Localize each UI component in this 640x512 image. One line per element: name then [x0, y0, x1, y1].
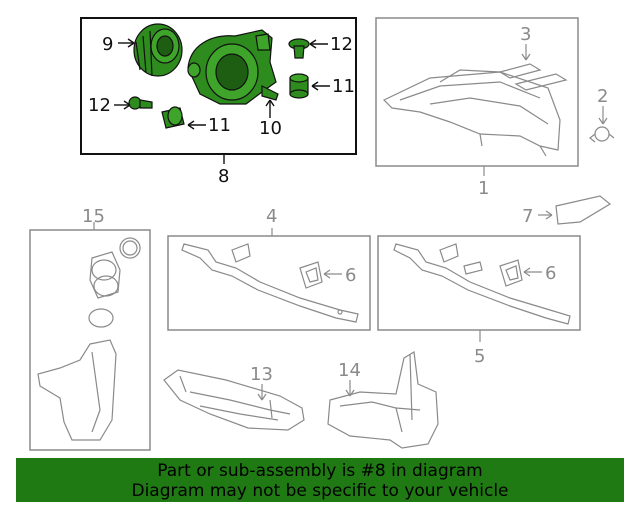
part-6-bracket-left[interactable]	[299, 261, 323, 289]
callout-12-top: 12	[330, 34, 353, 55]
callout-9: 9	[102, 34, 113, 55]
callout-8: 8	[218, 166, 229, 187]
part-6-bracket-right[interactable]	[499, 259, 523, 287]
part-1-tray[interactable]	[382, 69, 561, 157]
callout-2: 2	[597, 86, 608, 107]
part-5-box[interactable]	[377, 235, 581, 331]
callout-3: 3	[520, 24, 531, 45]
callout-14: 14	[338, 360, 361, 381]
part-2-clip[interactable]	[589, 126, 615, 143]
callout-13: 13	[250, 364, 273, 385]
assembly-8-box[interactable]	[80, 17, 357, 155]
callout-4: 4	[266, 206, 277, 227]
leaders-part4	[271, 228, 342, 279]
callout-6-right: 6	[545, 263, 556, 284]
part-3-pads[interactable]	[498, 63, 568, 91]
part-7-plate[interactable]	[555, 195, 612, 225]
leaders-part1	[483, 44, 608, 176]
part-4-box[interactable]	[167, 235, 371, 331]
callout-11-left: 11	[208, 115, 231, 136]
part-12-screw-top[interactable]	[288, 38, 310, 59]
part-15-duct[interactable]	[37, 237, 141, 441]
callout-5: 5	[474, 346, 485, 367]
part-14-housing[interactable]	[327, 351, 439, 449]
banner-line-1: Part or sub-assembly is #8 in diagram	[157, 461, 483, 481]
callout-15: 15	[82, 206, 105, 227]
leaders-part5	[479, 267, 542, 342]
callout-1: 1	[478, 178, 489, 199]
leader-part7	[538, 210, 553, 220]
part-15-box[interactable]	[29, 229, 151, 451]
leaders-assembly	[114, 38, 330, 164]
callout-11-right: 11	[332, 76, 355, 97]
callout-12-left: 12	[88, 95, 111, 116]
info-banner: Part or sub-assembly is #8 in diagram Di…	[16, 458, 624, 502]
part-13-tray[interactable]	[163, 369, 305, 431]
callout-10: 10	[259, 118, 282, 139]
part-5-rail[interactable]	[393, 243, 571, 325]
leader-part13	[257, 384, 267, 401]
part-1-box[interactable]	[375, 17, 579, 167]
callout-6-left: 6	[345, 265, 356, 286]
part-11-grommet-right[interactable]	[289, 73, 309, 99]
part-11-grommet-left[interactable]	[161, 106, 185, 129]
part-4-rail[interactable]	[181, 243, 359, 323]
callout-7: 7	[522, 206, 533, 227]
leader-part14	[345, 380, 355, 397]
part-9-fan[interactable]	[133, 23, 183, 77]
part-12-screw-left[interactable]	[128, 96, 153, 110]
banner-line-2: Diagram may not be specific to your vehi…	[131, 481, 509, 501]
part-10-housing[interactable]	[187, 29, 279, 105]
